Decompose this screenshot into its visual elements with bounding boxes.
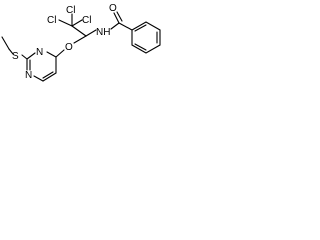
bond-ccl3-ch xyxy=(71,25,87,37)
bond-o-pyrimidine xyxy=(55,49,65,58)
atom-cl-top: Cl xyxy=(66,5,75,16)
atom-cl-left: Cl xyxy=(47,15,56,26)
atom-s: S xyxy=(12,51,19,62)
bond-nh-carbonyl xyxy=(110,22,120,30)
bond-ch2-ch3 xyxy=(1,36,10,50)
bond-ch-o-ether xyxy=(73,35,87,44)
pyr-n3-c4 xyxy=(46,51,57,58)
atom-labels: Cl Cl Cl NH O O N N S xyxy=(12,3,117,81)
atom-nh: NH xyxy=(96,27,110,38)
pyr-double-c5c6 xyxy=(42,71,54,79)
bond-carbonyl-o-1 xyxy=(113,12,120,24)
bond-s-ch2 xyxy=(8,48,14,55)
bond-ccl3-cl-left xyxy=(58,19,73,27)
bond-carbonyl-phenyl xyxy=(118,22,133,31)
bond-c2-s xyxy=(21,54,28,60)
molecule-structure: Cl Cl Cl NH O O N N S xyxy=(1,3,161,82)
phenyl-double-3 xyxy=(134,43,147,51)
atom-cl-right: Cl xyxy=(82,15,91,26)
bond-ch-nh xyxy=(85,29,97,37)
bond-carbonyl-o-2 xyxy=(116,11,123,22)
phenyl-double-1 xyxy=(134,24,147,32)
atom-o-amide: O xyxy=(109,3,117,14)
bonds xyxy=(1,11,161,82)
atom-n-ring-3: N xyxy=(36,47,43,58)
atom-o-ether: O xyxy=(65,42,73,53)
pyr-c6-n1 xyxy=(33,75,44,82)
phenyl-ring xyxy=(131,21,161,54)
atom-n-ring-1: N xyxy=(25,70,32,81)
pyr-c5-c6 xyxy=(42,72,57,82)
bond-ccl3-cl-right xyxy=(71,19,83,27)
pyr-c2-n3 xyxy=(26,52,36,60)
